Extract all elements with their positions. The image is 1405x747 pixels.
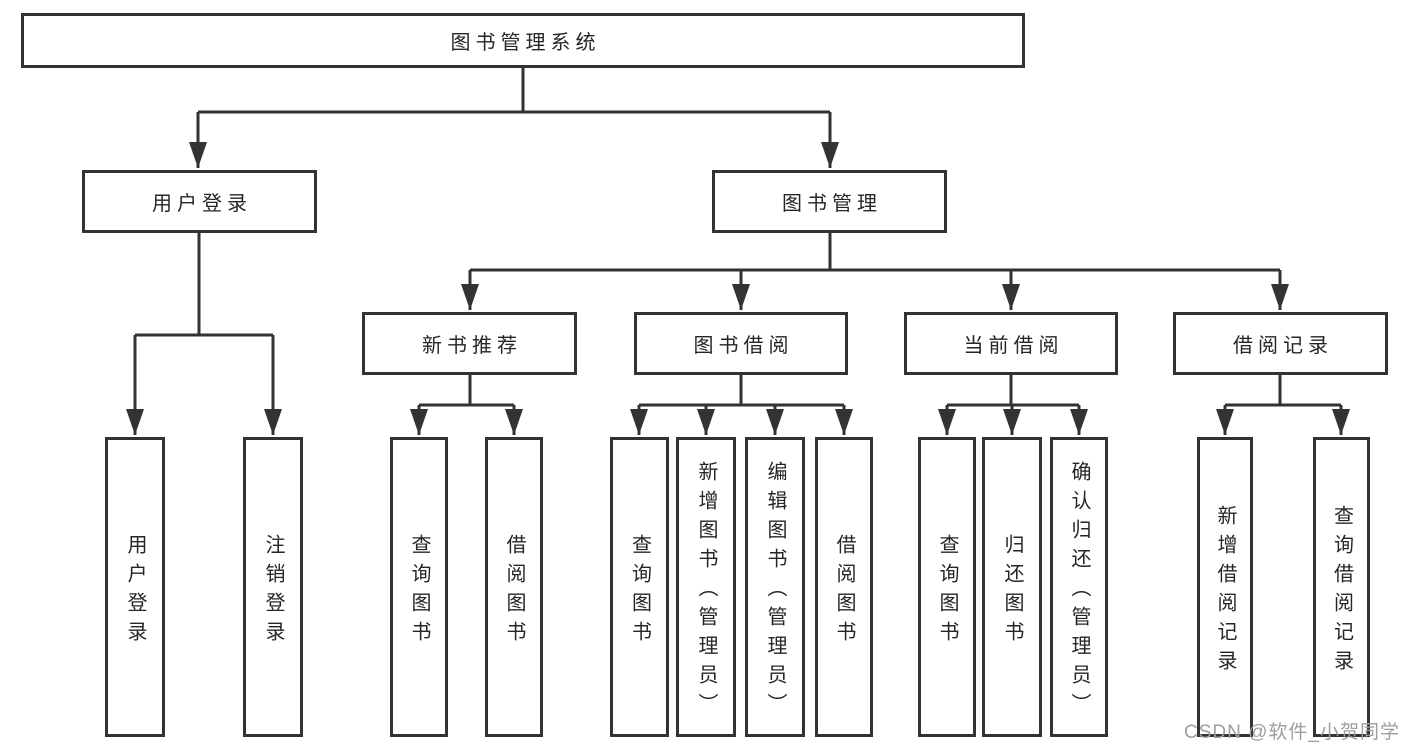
node-borrow-records: 借阅记录: [1173, 312, 1388, 375]
leaf-rec-borrow-book: 借阅图书: [485, 437, 543, 737]
node-root: 图书管理系统: [21, 13, 1025, 68]
node-new-book-rec: 新书推荐: [362, 312, 577, 375]
leaf-cb-confirm-return: 确认归还（管理员）: [1050, 437, 1108, 737]
leaf-bb-borrow-book-label: 借阅图书: [833, 533, 855, 650]
leaf-bb-query-book: 查询图书: [610, 437, 669, 737]
leaf-bb-edit-book: 编辑图书（管理员）: [745, 437, 805, 737]
leaf-bb-borrow-book: 借阅图书: [815, 437, 873, 737]
leaf-logout-label: 注销登录: [262, 533, 284, 650]
edge-book-mgmt-to-level3: [461, 233, 1289, 310]
edge-borrow-records-to-leaves: [1216, 375, 1350, 435]
watermark: CSDN @软件_小贺同学: [1184, 722, 1400, 743]
leaf-br-add-record: 新增借阅记录: [1197, 437, 1253, 737]
node-book-borrow: 图书借阅: [634, 312, 848, 375]
node-current-borrow-label: 当前借阅: [963, 335, 1064, 357]
node-book-mgmt: 图书管理: [712, 170, 947, 233]
edge-new-book-rec-to-leaves: [410, 375, 523, 435]
leaf-cb-query-book-label: 查询图书: [936, 533, 958, 650]
node-borrow-records-label: 借阅记录: [1233, 335, 1333, 357]
leaf-cb-confirm-return-label: 确认归还（管理员）: [1068, 461, 1090, 722]
node-book-mgmt-label: 图书管理: [782, 193, 882, 215]
node-root-label: 图书管理系统: [450, 32, 601, 54]
leaf-bb-query-book-label: 查询图书: [628, 533, 651, 650]
leaf-rec-query-book: 查询图书: [390, 437, 448, 737]
edge-user-login-to-leaves: [126, 233, 282, 435]
leaf-br-query-record-label: 查询借阅记录: [1330, 504, 1353, 679]
edge-book-borrow-to-leaves: [630, 375, 853, 435]
leaf-bb-add-book: 新增图书（管理员）: [676, 437, 736, 737]
leaf-cb-query-book: 查询图书: [918, 437, 976, 737]
edge-root-to-level2: [189, 68, 839, 168]
leaf-user-login: 用户登录: [105, 437, 165, 737]
leaf-br-add-record-label: 新增借阅记录: [1214, 504, 1236, 679]
node-current-borrow: 当前借阅: [904, 312, 1118, 375]
node-user-login-label: 用户登录: [152, 193, 252, 215]
leaf-rec-query-book-label: 查询图书: [408, 533, 430, 650]
node-user-login: 用户登录: [82, 170, 317, 233]
edge-current-borrow-to-leaves: [938, 375, 1088, 435]
node-new-book-rec-label: 新书推荐: [422, 335, 522, 357]
leaf-cb-return-book: 归还图书: [982, 437, 1042, 737]
leaf-rec-borrow-book-label: 借阅图书: [503, 533, 525, 650]
leaf-user-login-label: 用户登录: [124, 533, 146, 650]
leaf-logout: 注销登录: [243, 437, 303, 737]
node-book-borrow-label: 图书借阅: [693, 335, 794, 357]
leaf-br-query-record: 查询借阅记录: [1313, 437, 1370, 737]
leaf-bb-add-book-label: 新增图书（管理员）: [695, 461, 717, 722]
leaf-cb-return-book-label: 归还图书: [1001, 533, 1023, 650]
leaf-bb-edit-book-label: 编辑图书（管理员）: [764, 461, 786, 722]
